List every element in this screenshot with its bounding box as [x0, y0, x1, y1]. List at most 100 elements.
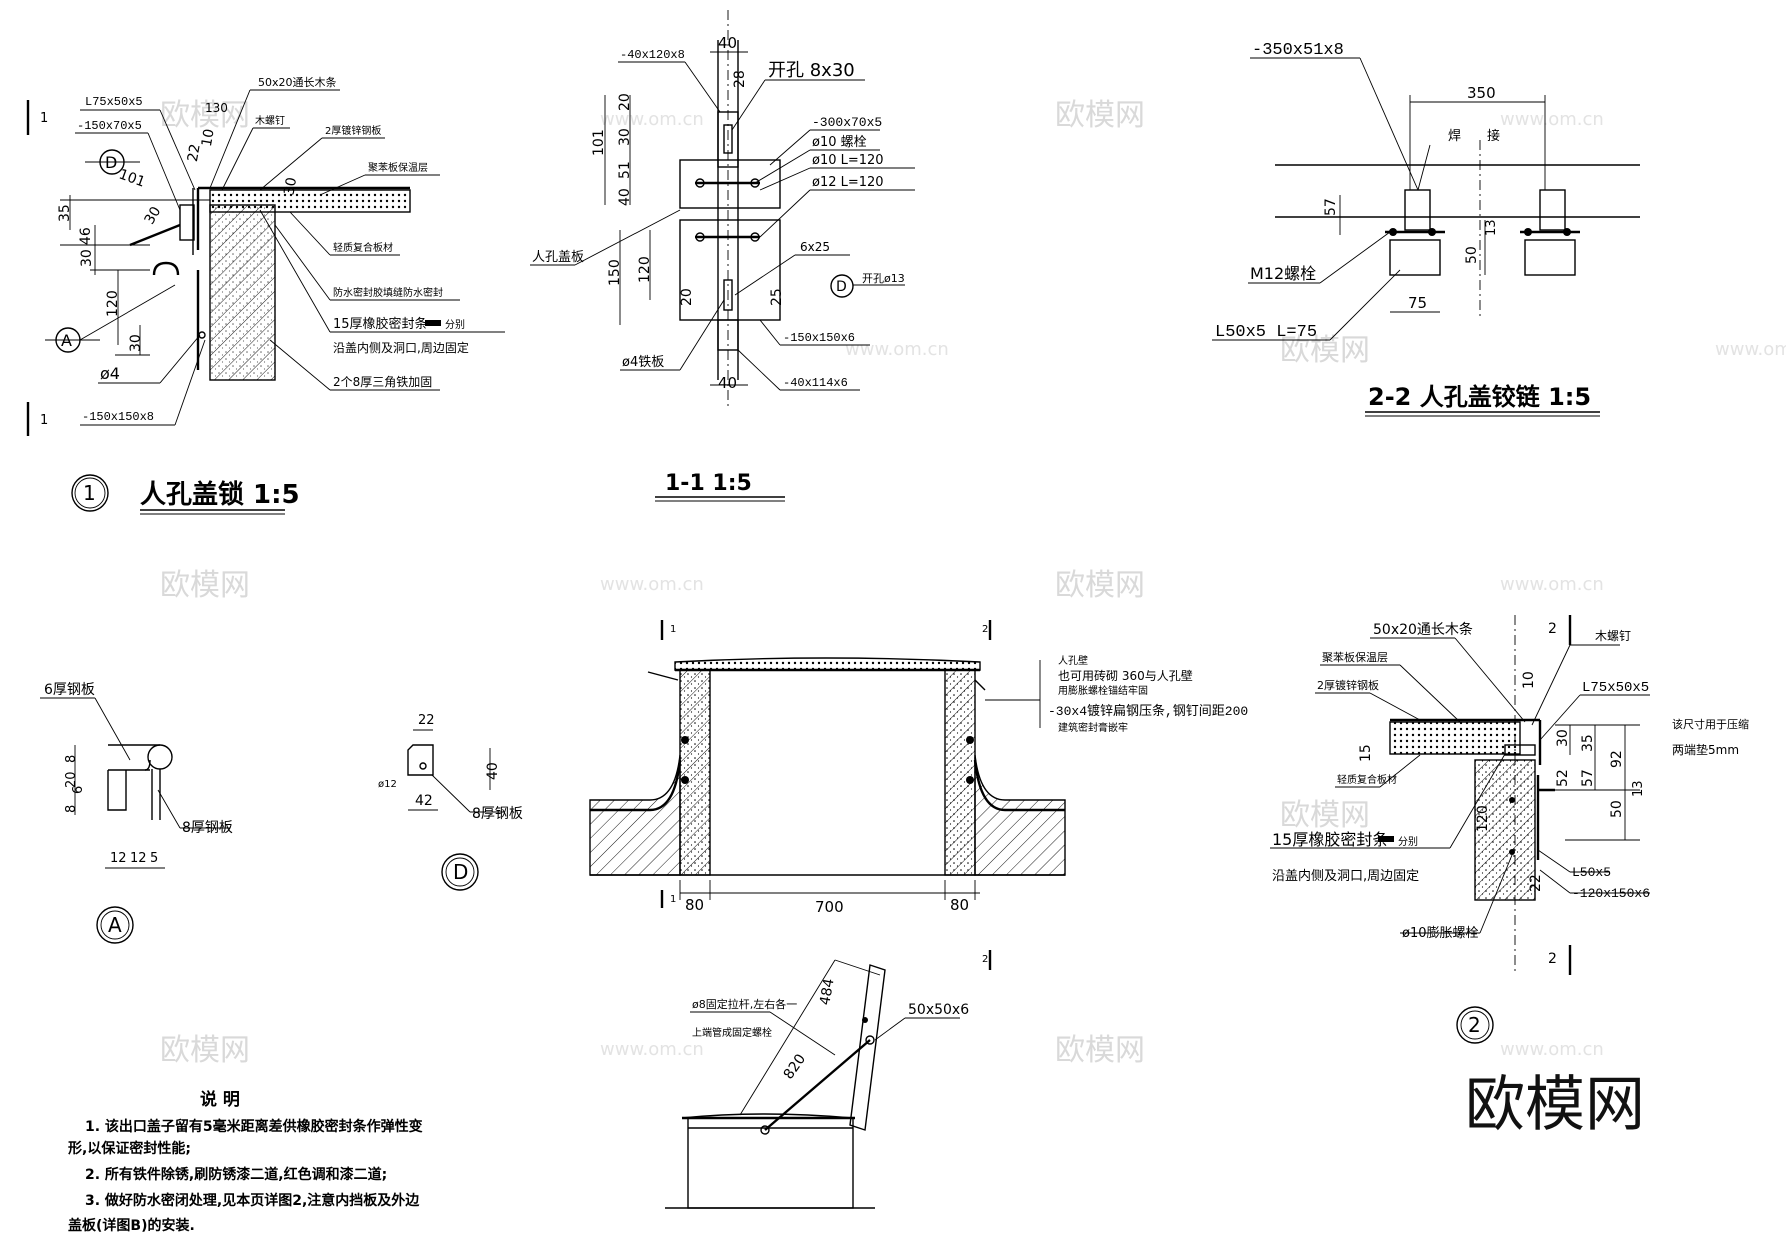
svg-text:25: 25: [769, 288, 785, 306]
detail-D: 22 40 42 ø12 8厚钢板 D: [378, 713, 523, 891]
title-detail-1: 人孔盖锁 1:5: [140, 479, 300, 510]
svg-text:1: 1: [40, 413, 48, 428]
svg-text:75: 75: [1408, 294, 1427, 312]
watermark-url: www.om.cn: [1500, 1039, 1604, 1060]
svg-text:6x25: 6x25: [800, 240, 830, 254]
detail-2: 2 2 30 35 92 50 13 52 57 15 120 10 22: [1270, 615, 1749, 1044]
svg-text:15厚橡胶密封条: 15厚橡胶密封条: [1272, 830, 1388, 849]
svg-text:120: 120: [1475, 805, 1491, 832]
svg-text:-300x70x5: -300x70x5: [812, 115, 882, 130]
svg-text:聚苯板保温层: 聚苯板保温层: [368, 161, 428, 174]
watermark-brand: 欧模网: [1280, 798, 1370, 833]
svg-text:ø4铁板: ø4铁板: [622, 355, 664, 370]
svg-text:13: 13: [1484, 219, 1499, 236]
watermark-url: www.om.cn: [1500, 109, 1604, 130]
svg-text:开孔ø13: 开孔ø13: [862, 272, 905, 285]
watermark-brand: 欧模网: [1055, 1033, 1145, 1068]
svg-text:50: 50: [1609, 800, 1625, 818]
svg-text:8厚钢板: 8厚钢板: [182, 820, 233, 836]
watermark-brand: 欧模网: [1280, 333, 1370, 368]
svg-text:30: 30: [617, 128, 633, 146]
svg-text:51: 51: [617, 161, 633, 179]
svg-text:28: 28: [732, 70, 748, 88]
svg-text:120: 120: [105, 290, 121, 317]
svg-text:-150x150x8: -150x150x8: [82, 410, 154, 424]
section-1-1: 40 28 101 20 30 51 40 150 120 20 25 40 -…: [530, 10, 915, 502]
svg-text:80: 80: [685, 896, 704, 914]
svg-text:L75x50x5: L75x50x5: [85, 95, 143, 109]
svg-text:46: 46: [78, 227, 94, 245]
watermark-url: www.om.cn: [600, 109, 704, 130]
svg-text:30: 30: [142, 204, 165, 227]
svg-text:2. 所有铁件除锈,刷防锈漆二道,红色调和漆二道;: 2. 所有铁件除锈,刷防锈漆二道,红色调和漆二道;: [85, 1166, 387, 1183]
notes: 说 明 1. 该出口盖子留有5毫米距离差供橡胶密封条作弹性变 形,以保证密封性能…: [68, 1089, 423, 1234]
svg-text:40: 40: [718, 374, 737, 392]
svg-text:50x20通长木条: 50x20通长木条: [258, 75, 337, 89]
detail-1-lock: 1 1 35 30 46 120 30 101 30 22 10 30 1: [26, 75, 505, 515]
svg-text:130: 130: [205, 101, 228, 115]
svg-text:350: 350: [1467, 84, 1496, 102]
svg-text:M12螺栓: M12螺栓: [1250, 264, 1316, 283]
svg-text:20: 20: [64, 771, 79, 788]
svg-text:D: D: [453, 860, 468, 884]
svg-text:L75x50x5: L75x50x5: [1582, 680, 1649, 696]
watermark-url: www.om.cn: [1500, 574, 1604, 595]
svg-text:10: 10: [199, 128, 218, 148]
svg-text:700: 700: [815, 898, 844, 916]
svg-text:该尺寸用于压缩: 该尺寸用于压缩: [1672, 717, 1749, 731]
svg-text:40: 40: [718, 34, 737, 52]
svg-text:ø4: ø4: [100, 364, 120, 383]
svg-text:52: 52: [1555, 769, 1571, 787]
svg-text:2厚镀锌钢板: 2厚镀锌钢板: [325, 124, 381, 137]
svg-text:40: 40: [617, 188, 633, 206]
svg-text:50x50x6: 50x50x6: [908, 1002, 969, 1018]
svg-text:轻质复合板材: 轻质复合板材: [1337, 773, 1397, 786]
svg-text:2个8厚三角铁加固: 2个8厚三角铁加固: [333, 375, 432, 389]
svg-text:用膨胀螺栓锚结牢固: 用膨胀螺栓锚结牢固: [1058, 684, 1148, 697]
svg-text:22: 22: [418, 713, 435, 728]
svg-text:轻质复合板材: 轻质复合板材: [333, 241, 393, 254]
svg-text:6厚钢板: 6厚钢板: [44, 682, 95, 698]
hatch-section: 1 2 1 80 700 80: [589, 620, 1248, 916]
watermarks: 欧模网 欧模网 欧模网 欧模网 欧模网 欧模网 欧模网 欧模网 www.om.c…: [160, 98, 1786, 1068]
svg-text:聚苯板保温层: 聚苯板保温层: [1322, 650, 1388, 664]
svg-text:A: A: [108, 913, 122, 937]
detail-A: 20 8 8 6 12 12 5 6厚钢板 8厚钢板 A: [40, 682, 233, 944]
svg-text:2厚镀锌钢板: 2厚镀锌钢板: [1317, 678, 1379, 692]
svg-text:3. 做好防水密闭处理,见本页详图2,注意内挡板及外边: 3. 做好防水密闭处理,见本页详图2,注意内挡板及外边: [85, 1192, 420, 1209]
svg-text:分别: 分别: [1398, 836, 1418, 848]
watermark-brand: 欧模网: [1055, 98, 1145, 133]
svg-text:820: 820: [781, 1051, 809, 1082]
svg-text:80: 80: [950, 896, 969, 914]
watermark-url: www.om.cn: [600, 574, 704, 595]
svg-text:2: 2: [982, 954, 988, 965]
svg-text:-150x70x5: -150x70x5: [77, 119, 142, 133]
svg-text:D: D: [836, 279, 847, 295]
svg-text:484: 484: [817, 977, 837, 1006]
svg-text:L50x5 L=75: L50x5 L=75: [1215, 323, 1317, 342]
watermark-brand: 欧模网: [160, 1033, 250, 1068]
svg-text:-30x4镀锌扁钢压条,钢钉间距200: -30x4镀锌扁钢压条,钢钉间距200: [1048, 703, 1248, 719]
watermark-url: www.om.cn: [1715, 339, 1786, 360]
svg-text:8: 8: [64, 805, 79, 813]
svg-text:A: A: [61, 331, 72, 350]
svg-text:35: 35: [1580, 734, 1596, 752]
svg-text:50: 50: [1464, 246, 1480, 264]
svg-text:10: 10: [1521, 671, 1537, 689]
svg-text:6: 6: [71, 786, 86, 794]
svg-text:1: 1: [670, 894, 676, 905]
svg-text:92: 92: [1609, 750, 1625, 768]
svg-text:沿盖内侧及洞口,周边固定: 沿盖内侧及洞口,周边固定: [1272, 868, 1419, 884]
svg-text:40: 40: [485, 762, 501, 780]
svg-text:2: 2: [1468, 1013, 1481, 1037]
svg-text:形,以保证密封性能;: 形,以保证密封性能;: [68, 1140, 191, 1157]
svg-text:接: 接: [1487, 128, 1500, 144]
svg-text:ø12: ø12: [378, 779, 397, 790]
svg-text:1: 1: [83, 481, 96, 505]
svg-text:1: 1: [670, 624, 676, 635]
svg-text:-350x51x8: -350x51x8: [1252, 41, 1344, 60]
svg-text:-40x120x8: -40x120x8: [620, 48, 685, 62]
brand-logo-text: 欧模网: [1465, 1070, 1645, 1140]
svg-text:防水密封胶填缝防水密封: 防水密封胶填缝防水密封: [333, 286, 443, 299]
svg-text:120: 120: [637, 256, 653, 283]
